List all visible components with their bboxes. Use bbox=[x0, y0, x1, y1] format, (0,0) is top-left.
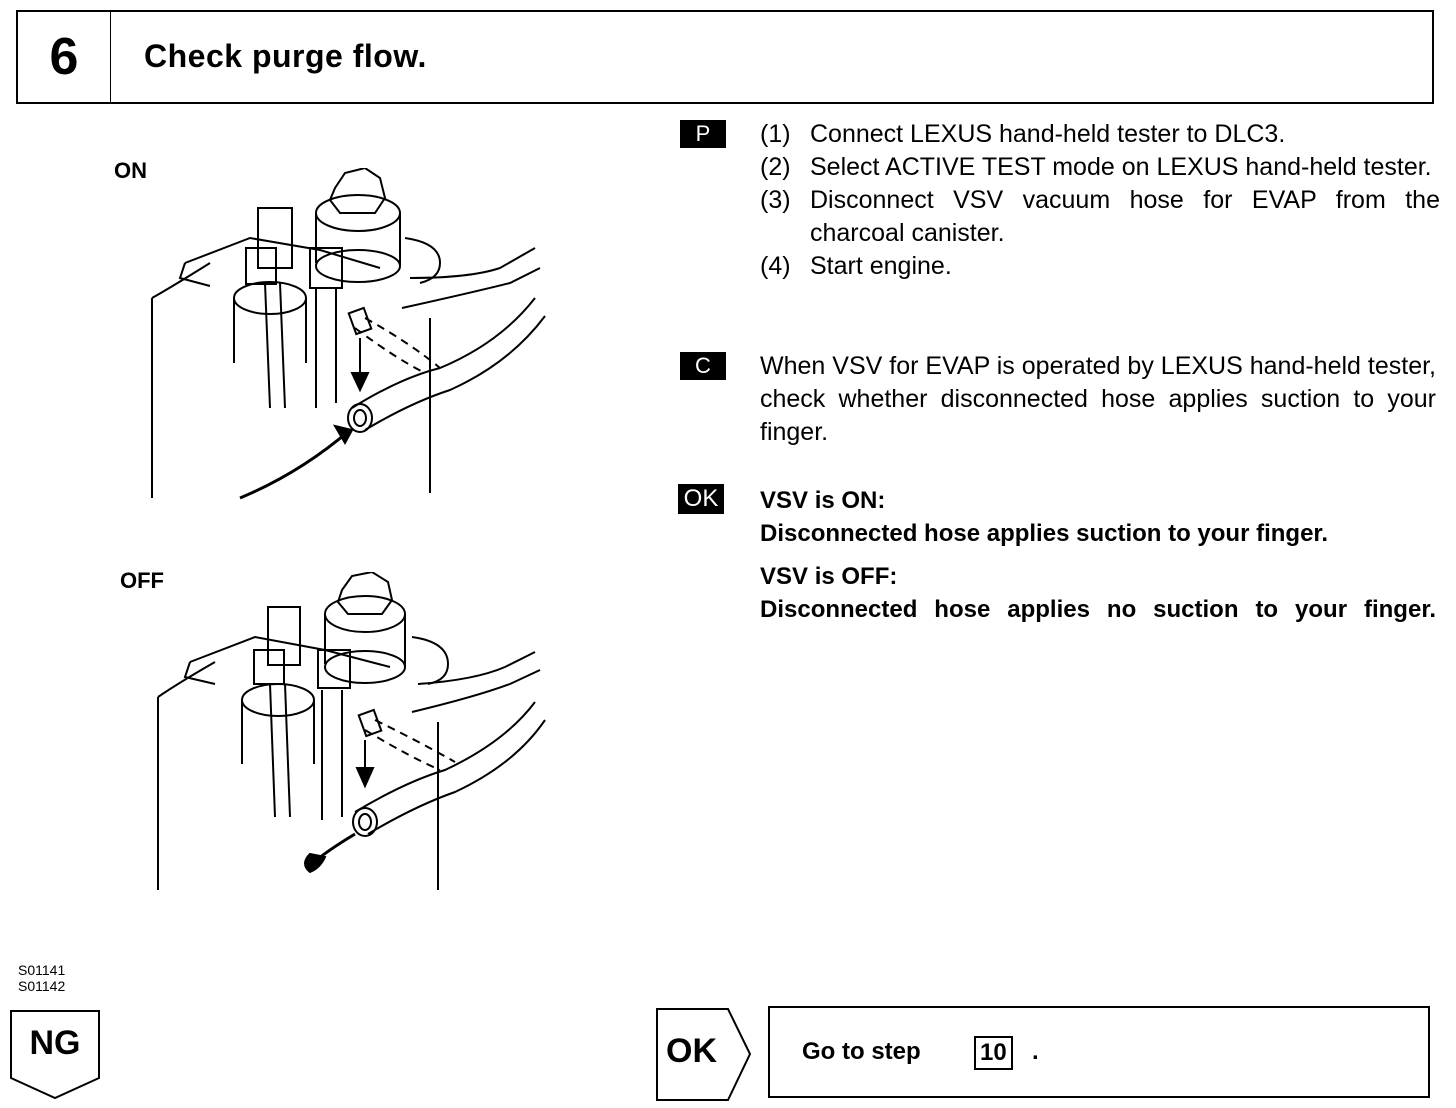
ok-on-text: Disconnected hose applies suction to you… bbox=[760, 520, 1329, 547]
ok-result-label: OK bbox=[666, 1032, 717, 1070]
ng-label: NG bbox=[29, 1024, 81, 1062]
procedure-list: (1)Connect LEXUS hand-held tester to DLC… bbox=[760, 118, 1440, 283]
step-number: 6 bbox=[18, 12, 111, 102]
ng-shape bbox=[10, 1010, 100, 1100]
figure-vsv-on bbox=[151, 168, 546, 500]
goto-step-link[interactable]: 10 bbox=[974, 1036, 1013, 1070]
procedure-step: (2)Select ACTIVE TEST mode on LEXUS hand… bbox=[760, 153, 1432, 181]
ok-criteria: VSV is ON: Disconnected hose applies suc… bbox=[760, 484, 1436, 626]
ok-arrow-shape bbox=[656, 1008, 752, 1101]
goto-text: Go to step bbox=[802, 1038, 921, 1065]
procedure-step: (1)Connect LEXUS hand-held tester to DLC… bbox=[760, 120, 1286, 148]
goto-suffix: . bbox=[1032, 1038, 1039, 1065]
prepare-tag: P bbox=[680, 120, 726, 148]
step-header: 6 Check purge flow. bbox=[16, 10, 1434, 104]
ok-off-title: VSV is OFF: bbox=[760, 563, 898, 590]
ok-on-title: VSV is ON: bbox=[760, 487, 886, 514]
figure-off-label: OFF bbox=[120, 568, 164, 593]
procedure-step: (3)Disconnect VSV vacuum hose for EVAP f… bbox=[760, 186, 1440, 247]
figure-codes: S01141 S01142 bbox=[18, 962, 66, 994]
ok-off-text: Disconnected hose applies no suction to … bbox=[760, 596, 1436, 623]
ok-tag: OK bbox=[678, 484, 724, 514]
figure-vsv-off bbox=[157, 572, 546, 890]
procedure-step: (4)Start engine. bbox=[760, 252, 952, 280]
figure-on-label: ON bbox=[114, 158, 147, 183]
goto-box: Go to step 10 . bbox=[768, 1006, 1430, 1098]
check-instruction: When VSV for EVAP is operated by LEXUS h… bbox=[760, 352, 1436, 446]
step-title: Check purge flow. bbox=[144, 38, 427, 74]
check-tag: C bbox=[680, 352, 726, 380]
